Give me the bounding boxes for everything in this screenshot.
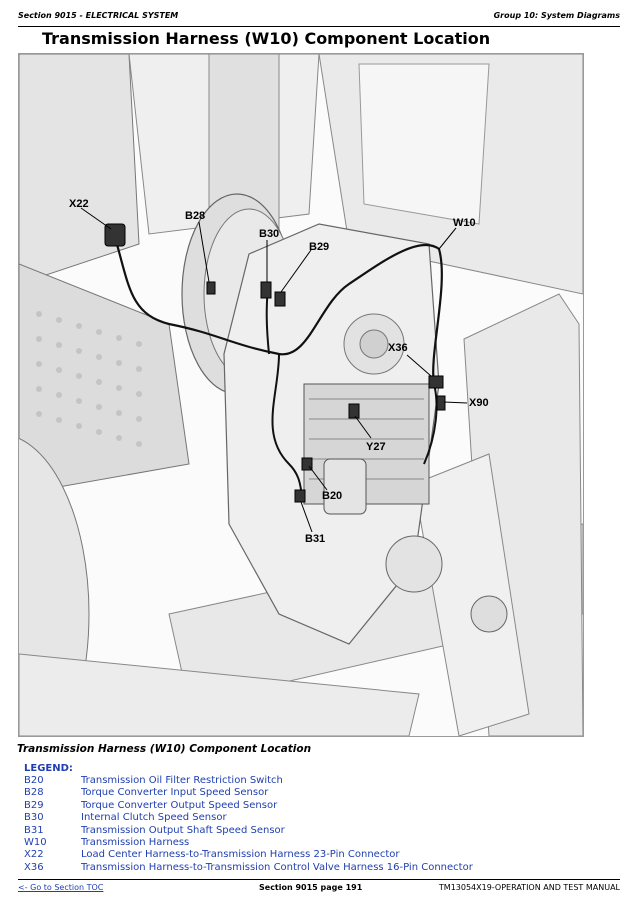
callout-w10: W10: [453, 217, 476, 229]
callout-x22: X22: [69, 198, 89, 210]
legend-row: X36 Transmission Harness-to-Transmission …: [24, 862, 473, 874]
section-label: Section 9015 - ELECTRICAL SYSTEM: [18, 11, 179, 20]
legend-row: B31 Transmission Output Shaft Speed Senso…: [24, 825, 473, 837]
legend-row: X22 Load Center Harness-to-Transmission H…: [24, 849, 473, 861]
legend-desc: Load Center Harness-to-Transmission Harn…: [81, 849, 400, 861]
legend-code: B20: [24, 775, 44, 786]
legend-row: B29 Torque Converter Output Speed Sensor: [24, 800, 473, 812]
callout-b29: B29: [309, 241, 329, 253]
legend: LEGEND: B20 Transmission Oil Filter Restr…: [24, 763, 473, 874]
page-title: Transmission Harness (W10) Component Loc…: [42, 29, 491, 48]
legend-heading: LEGEND:: [24, 763, 73, 774]
manual-name: TM13054X19-OPERATION AND TEST MANUAL: [438, 883, 620, 892]
callout-b31: B31: [305, 533, 325, 545]
transmission-illustration: X22 B28 B30 B29 W10 X36 X90 Y27 B20 B31: [19, 54, 583, 736]
callout-x36: X36: [388, 342, 408, 354]
legend-desc: Transmission Harness: [81, 836, 190, 848]
legend-code: W10: [24, 836, 47, 848]
legend-desc: Internal Clutch Speed Sensor: [81, 812, 227, 824]
legend-row: B30 Internal Clutch Speed Sensor: [24, 812, 473, 824]
callout-x90: X90: [469, 397, 489, 409]
callout-b20: B20: [322, 490, 342, 502]
legend-desc: Transmission Harness-to-Transmission Con…: [81, 861, 473, 873]
page-number: Section 9015 page 191: [259, 883, 363, 892]
legend-code: B30: [24, 812, 44, 824]
legend-code: B28: [24, 787, 44, 799]
legend-row: W10 Transmission Harness: [24, 837, 473, 849]
legend-row: B20 Transmission Oil Filter Restriction S…: [24, 775, 473, 787]
legend-code: B29: [24, 799, 44, 811]
callout-y27: Y27: [366, 441, 386, 453]
legend-desc: Torque Converter Input Speed Sensor: [81, 787, 269, 799]
page-footer: <- Go to Section TOC Section 9015 page 1…: [18, 879, 620, 898]
page-header: Section 9015 - ELECTRICAL SYSTEM Group 1…: [18, 8, 620, 27]
callout-b30: B30: [259, 228, 279, 240]
legend-row: B28 Torque Converter Input Speed Sensor: [24, 787, 473, 799]
legend-code: X36: [24, 861, 44, 873]
legend-code: X22: [24, 849, 44, 861]
legend-code: B31: [24, 824, 44, 836]
legend-desc: Transmission Output Shaft Speed Sensor: [81, 824, 285, 836]
component-location-figure: X22 B28 B30 B29 W10 X36 X90 Y27 B20 B31: [18, 53, 584, 737]
legend-desc: Transmission Oil Filter Restriction Swit…: [81, 775, 283, 786]
legend-desc: Torque Converter Output Speed Sensor: [81, 799, 278, 811]
callout-b28: B28: [185, 210, 205, 222]
group-label: Group 10: System Diagrams: [493, 11, 620, 20]
figure-caption: Transmission Harness (W10) Component Loc…: [17, 743, 312, 755]
toc-link[interactable]: <- Go to Section TOC: [18, 883, 104, 892]
